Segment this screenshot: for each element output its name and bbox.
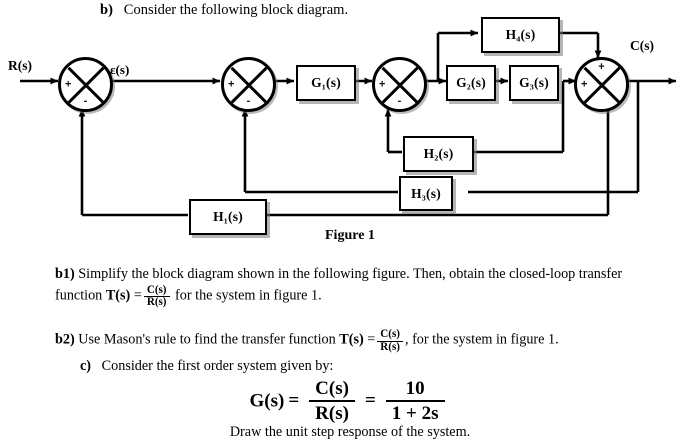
block-h3: H₃(s) bbox=[399, 176, 453, 211]
junction-1-left-sign: + bbox=[65, 78, 72, 90]
question-c: c) Consider the first order system given… bbox=[80, 358, 660, 375]
formula-equals-1: = bbox=[288, 390, 300, 412]
formula-lhs: G(s) bbox=[249, 390, 285, 412]
block-h4: H₄(s) bbox=[481, 17, 560, 53]
heading-b-label: b) bbox=[100, 2, 113, 18]
fraction-denominator: R(s) bbox=[143, 296, 170, 309]
question-b1-t-symbol: T(s) bbox=[105, 287, 131, 304]
block-g3: G₃(s) bbox=[509, 65, 559, 101]
fraction-numerator: C(s) bbox=[315, 378, 349, 399]
label-output-cs: C(s) bbox=[630, 38, 654, 53]
block-g2: G₂(s) bbox=[446, 65, 496, 101]
figure-caption: Figure 1 bbox=[325, 228, 375, 243]
junction-3-left-sign: + bbox=[379, 78, 386, 90]
question-b2-fraction: C(s)R(s) bbox=[377, 328, 403, 354]
fraction-denominator: 1 + 2s bbox=[385, 400, 445, 424]
fraction-numerator: C(s) bbox=[146, 283, 167, 296]
label-error-epsilon: ε(s) bbox=[110, 62, 130, 77]
question-b1-equals: = bbox=[133, 287, 142, 304]
question-c-label: c) bbox=[80, 358, 92, 374]
question-b2: b2) Use Mason's rule to find the transfe… bbox=[55, 328, 665, 354]
diagram-wires bbox=[20, 29, 677, 217]
junction-4-top-sign: + bbox=[598, 61, 605, 73]
question-b1: b1) Simplify the block diagram shown in … bbox=[55, 264, 655, 309]
block-h2: H₂(s) bbox=[403, 136, 474, 172]
question-c-closing: Draw the unit step response of the syste… bbox=[229, 424, 471, 440]
fraction-denominator: R(s) bbox=[377, 340, 403, 354]
question-b2-text-1: Use Mason's rule to find the transfer fu… bbox=[78, 331, 340, 348]
label-input-rs: R(s) bbox=[8, 58, 32, 73]
question-b1-text-1: Simplify the block diagram shown in the … bbox=[55, 266, 623, 304]
question-b1-fraction: C(s)R(s) bbox=[143, 283, 170, 309]
summing-junction-2: + - bbox=[221, 57, 276, 112]
formula-equals-2: = bbox=[364, 390, 376, 412]
question-b1-text-2: for the system in figure 1. bbox=[171, 287, 322, 304]
summing-junction-4: + + bbox=[574, 57, 629, 112]
fraction-numerator: C(s) bbox=[380, 328, 400, 340]
question-b2-t-symbol: T(s) bbox=[339, 331, 364, 348]
summing-junction-3: + - bbox=[372, 57, 427, 112]
summing-junction-1: + - bbox=[58, 57, 113, 112]
fraction-numerator: 10 bbox=[405, 378, 425, 399]
block-h1: H₁(s) bbox=[189, 199, 267, 235]
heading-b-text: Consider the following block diagram. bbox=[123, 2, 349, 18]
formula-fraction-cr: C(s)R(s) bbox=[309, 378, 355, 425]
junction-2-left-sign: + bbox=[228, 78, 235, 90]
junction-4-left-sign: + bbox=[581, 78, 588, 90]
heading-b: b) Consider the following block diagram. bbox=[100, 2, 348, 19]
question-b2-label: b2) bbox=[55, 331, 75, 348]
fraction-denominator: R(s) bbox=[309, 400, 355, 424]
question-b1-label: b1) bbox=[55, 266, 75, 282]
junction-3-bottom-sign: - bbox=[397, 95, 402, 107]
question-b2-text-2: , for the system in figure 1. bbox=[404, 331, 559, 348]
block-g1: G₁(s) bbox=[296, 65, 356, 101]
junction-2-bottom-sign: - bbox=[246, 95, 251, 107]
question-c-text: Consider the first order system given by… bbox=[101, 358, 334, 374]
block-diagram: + - + - + - + + G₁(s) G₂(s) G₃(s) H₄(s bbox=[0, 14, 700, 240]
question-b2-equals: = bbox=[367, 331, 376, 348]
junction-1-bottom-sign: - bbox=[83, 95, 88, 107]
